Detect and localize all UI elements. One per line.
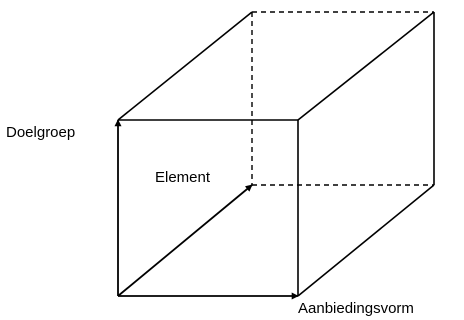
axis-label-aanbiedingsvorm: Aanbiedingsvorm (298, 300, 414, 317)
edge-bottom-back-right (297, 184, 435, 297)
axis-diagonal-arrow (117, 184, 253, 297)
edge-top-back-left (117, 11, 253, 121)
axis-label-element: Element (155, 169, 211, 186)
edge-top-back-right (297, 11, 435, 121)
axis-label-doelgroep: Doelgroep (6, 124, 75, 141)
